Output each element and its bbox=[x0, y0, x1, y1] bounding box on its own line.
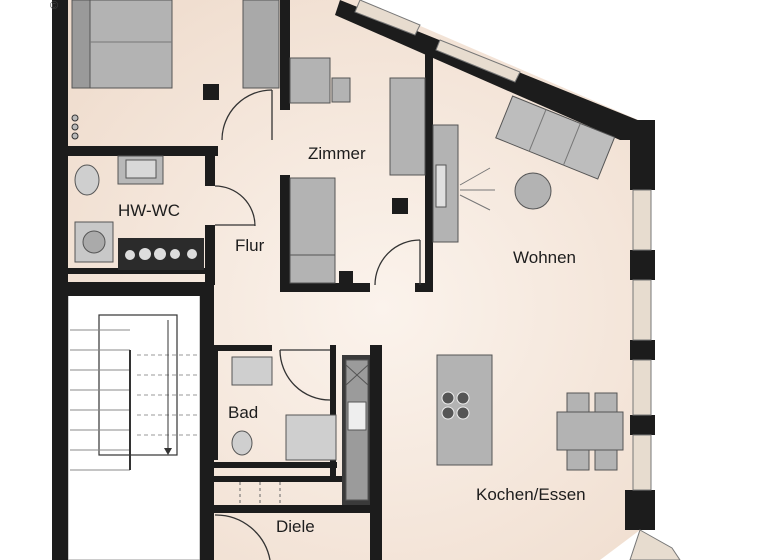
zimmer-furniture bbox=[289, 57, 426, 284]
bathroom-fixtures bbox=[231, 356, 337, 461]
room-label-wohnen: Wohnen bbox=[513, 248, 577, 267]
room-label-bad: Bad bbox=[228, 403, 259, 422]
pillar bbox=[392, 198, 408, 214]
dining-table bbox=[556, 392, 624, 471]
wall-sockets bbox=[71, 114, 79, 140]
kitchen-island bbox=[436, 354, 493, 466]
room-label-diele: Diele bbox=[276, 517, 315, 536]
room-label-zimmer: Zimmer bbox=[308, 144, 366, 163]
room-label-kochen-essen: Kochen/Essen bbox=[476, 485, 586, 504]
windows bbox=[354, 0, 681, 560]
room-label-hw-wc: HW-WC bbox=[118, 201, 180, 220]
coffee-table bbox=[514, 172, 552, 210]
pillar bbox=[203, 84, 219, 100]
staircase bbox=[67, 294, 201, 560]
kitchen-counter bbox=[342, 355, 370, 505]
bed bbox=[71, 0, 173, 89]
room-label-flur: Flur bbox=[235, 236, 265, 255]
copyright-mark: © bbox=[50, 0, 59, 12]
tv-unit bbox=[432, 124, 495, 243]
wc-fixtures bbox=[74, 155, 204, 270]
doors bbox=[214, 89, 421, 560]
wardrobe bbox=[239, 482, 281, 505]
pillar bbox=[339, 271, 353, 285]
sofa bbox=[495, 95, 616, 180]
